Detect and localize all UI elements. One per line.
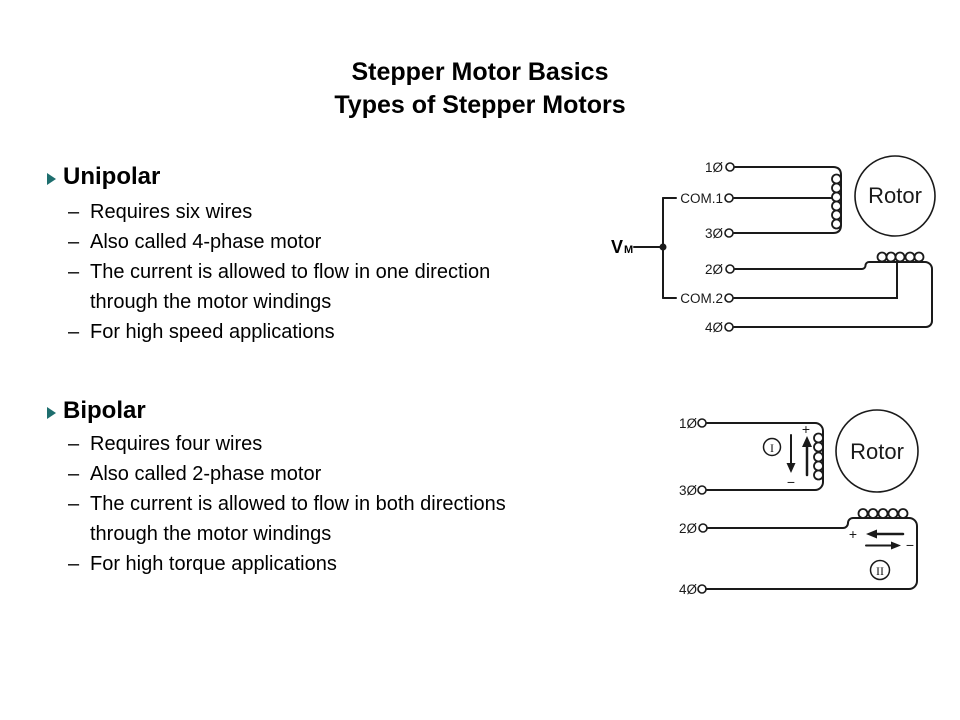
terminal-label-phase1: 1Ø — [679, 416, 698, 431]
terminal-dot — [724, 193, 734, 203]
winding-b-wire — [733, 261, 933, 328]
winding-1-badge — [762, 437, 782, 457]
terminal-dot — [697, 418, 707, 428]
winding-a-coil — [831, 173, 842, 230]
rotor-label: Rotor — [868, 183, 922, 208]
terminal-label-phase1: 1Ø — [705, 160, 724, 175]
winding-2-badge — [869, 559, 891, 581]
list-item: –Also called 2-phase motor — [68, 459, 608, 489]
terminal-label-phase3: 3Ø — [679, 483, 698, 498]
winding-1-coil — [813, 432, 824, 481]
title-line-2: Types of Stepper Motors — [334, 91, 626, 119]
terminal-dot — [725, 264, 735, 274]
bipolar-circuit-diagram: 1Ø 3Ø 2Ø 4Ø + − I Rotor — [679, 409, 919, 597]
list-item: –The current is allowed to flow in both … — [68, 489, 608, 549]
list-item: –For high speed applications — [68, 317, 608, 347]
dash-marker: – — [68, 231, 80, 253]
current-arrow-up-head — [802, 436, 812, 447]
terminal-label-phase4: 4Ø — [705, 320, 724, 335]
terminal-label-phase2: 2Ø — [705, 262, 724, 277]
terminal-dot — [697, 485, 707, 495]
list-item: –The current is allowed to flow in one d… — [68, 257, 608, 317]
supply-label-sub: M — [624, 244, 633, 256]
terminal-label-phase3: 3Ø — [705, 226, 724, 241]
list-item: –Requires four wires — [68, 429, 608, 459]
dash-marker: – — [68, 493, 80, 515]
bullet-triangle-icon — [47, 173, 56, 185]
terminal-dot — [725, 162, 735, 172]
section-heading-bipolar: Bipolar — [63, 397, 146, 424]
winding-1-label: I — [770, 441, 774, 455]
terminal-label-com2: COM.2 — [680, 291, 723, 306]
slide-title: Stepper Motor Basics Types of Stepper Mo… — [0, 56, 960, 122]
section-heading-unipolar: Unipolar — [63, 163, 161, 190]
dash-marker: – — [68, 433, 80, 455]
title-line-1: Stepper Motor Basics — [351, 58, 609, 86]
terminal-dot — [724, 322, 734, 332]
polarity-minus-label: − — [787, 474, 795, 490]
list-item: –For high torque applications — [68, 549, 608, 579]
terminal-label-com1: COM.1 — [680, 191, 723, 206]
dash-marker: – — [68, 463, 80, 485]
rotor-circle — [854, 155, 936, 237]
terminal-dot — [697, 584, 707, 594]
dash-marker: – — [68, 553, 80, 575]
current-arrow-right-head — [891, 541, 901, 550]
com2-wire — [733, 261, 898, 299]
dash-marker: – — [68, 201, 80, 223]
polarity-minus-label: − — [906, 537, 914, 553]
winding-b-coil — [876, 251, 925, 263]
terminal-dot — [724, 228, 734, 238]
terminal-dot — [724, 293, 734, 303]
winding-2-wire — [705, 517, 918, 590]
list-item: –Requires six wires — [68, 197, 608, 227]
terminal-label-phase4: 4Ø — [679, 582, 698, 597]
bullet-triangle-icon — [47, 407, 56, 419]
terminal-label-phase2: 2Ø — [679, 521, 698, 536]
unipolar-circuit-diagram: V M 1Ø COM.1 3Ø 2Ø COM.2 4Ø — [611, 155, 936, 335]
current-arrow-left-head — [866, 529, 877, 539]
supply-label: V — [611, 237, 623, 257]
winding-a-wire — [733, 166, 842, 234]
terminal-dot — [698, 523, 708, 533]
unipolar-bullet-list: –Requires six wires –Also called 4-phase… — [68, 197, 608, 347]
rotor-label: Rotor — [850, 439, 904, 464]
dash-marker: – — [68, 261, 80, 283]
polarity-plus-label: + — [802, 421, 810, 437]
polarity-plus-label: + — [849, 526, 857, 542]
list-item: –Also called 4-phase motor — [68, 227, 608, 257]
rotor-circle — [835, 409, 919, 493]
winding-2-label: II — [876, 564, 884, 578]
winding-2-coil — [857, 508, 909, 519]
current-arrow-down-head — [786, 463, 796, 473]
bipolar-bullet-list: –Requires four wires –Also called 2-phas… — [68, 429, 608, 579]
dash-marker: – — [68, 321, 80, 343]
